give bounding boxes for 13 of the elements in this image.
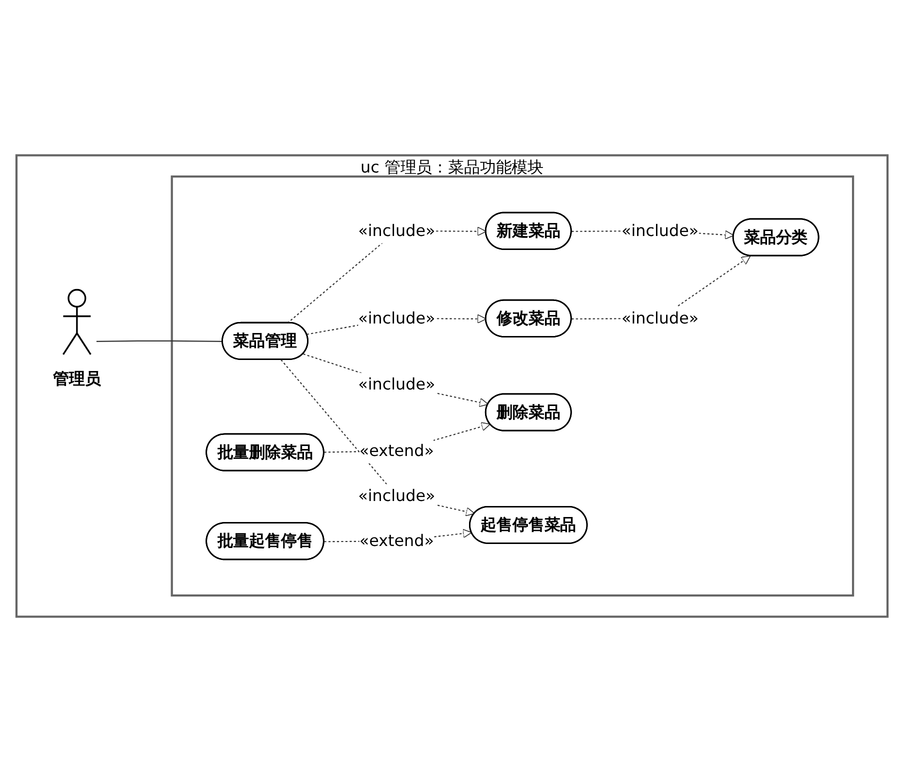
- node-label: 管理员: [53, 369, 101, 388]
- edge-label: «include»: [358, 486, 436, 506]
- cluster: [170, 175, 854, 597]
- arrow: [280, 359, 476, 516]
- edge-label: «extend»: [359, 441, 434, 460]
- edge-label: «include»: [621, 308, 699, 328]
- connector: [96, 340, 223, 342]
- edge-label: «include»: [358, 374, 436, 394]
- edge-label: «include»: [358, 308, 436, 328]
- edge-label: «include»: [358, 221, 436, 240]
- arrow: [303, 354, 489, 408]
- edge-label: «extend»: [359, 531, 434, 550]
- edge-label: «include»: [621, 221, 699, 240]
